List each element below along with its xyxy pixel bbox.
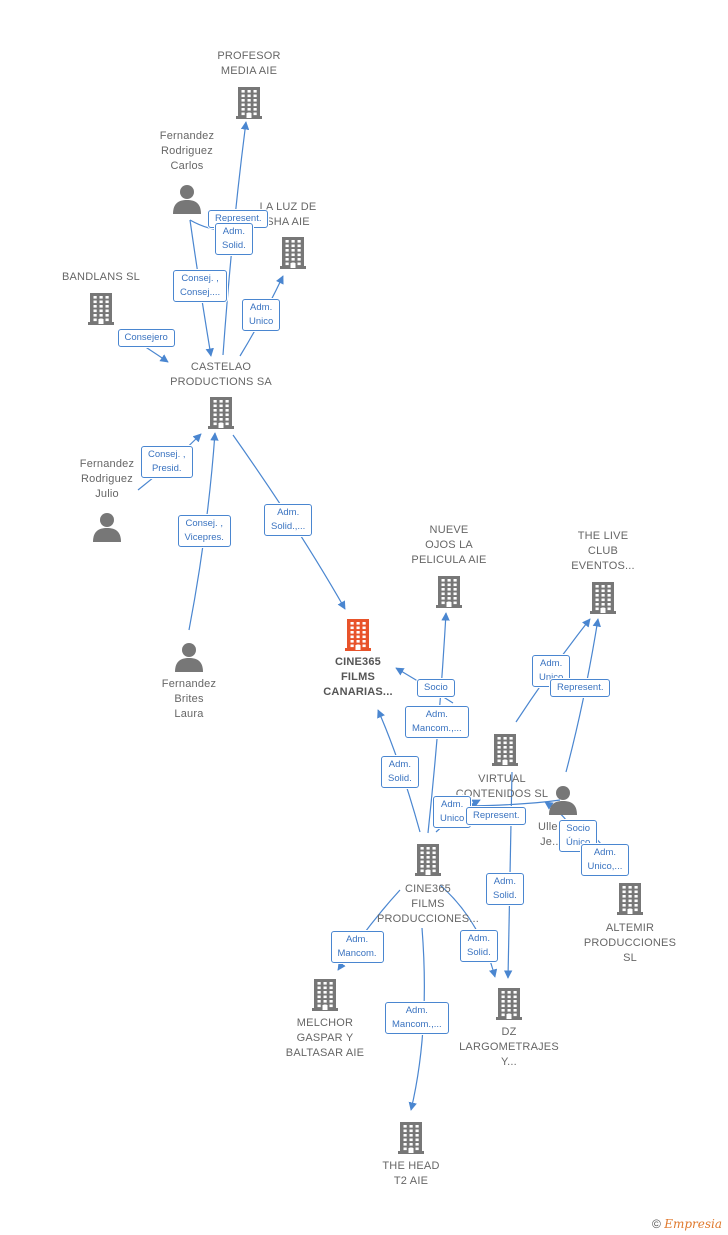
building-icon — [445, 732, 565, 766]
person-icon — [127, 183, 247, 215]
building-icon — [298, 617, 418, 651]
node-profesor[interactable] — [189, 85, 309, 119]
edge-label[interactable]: Adm. Solid.,... — [264, 504, 313, 536]
node-altemir[interactable] — [570, 881, 690, 915]
node-castelao[interactable] — [161, 395, 281, 429]
edge-label[interactable]: Adm. Mancom.,... — [405, 706, 469, 738]
edge-label[interactable]: Adm. Unico,... — [580, 844, 630, 876]
node-label-text: VIRTUAL CONTENIDOS SL — [455, 773, 549, 800]
person-icon — [503, 784, 623, 816]
node-label-text: Ulled Je... — [537, 821, 565, 848]
node-label-text: Fernandez Brites Laura — [161, 678, 217, 720]
node-fernandez-laura[interactable] — [129, 641, 249, 673]
building-icon — [161, 395, 281, 429]
node-label-text: THE HEAD T2 AIE — [382, 1160, 440, 1187]
node-label-text: Fernandez Rodriguez Carlos — [159, 130, 215, 172]
node-label-profesor[interactable]: PROFESOR MEDIA AIE — [189, 49, 309, 79]
node-label-text: DZ LARGOMETRAJES Y... — [459, 1026, 559, 1068]
footer: © Empresia — [652, 1217, 722, 1231]
node-label-the-head[interactable]: THE HEAD T2 AIE — [351, 1159, 471, 1189]
edge-ulled-to-virtual — [467, 799, 561, 811]
building-icon — [368, 842, 488, 876]
node-label-dz[interactable]: DZ LARGOMETRAJES Y... — [449, 1025, 569, 1070]
person-icon — [129, 641, 249, 673]
building-icon — [233, 235, 353, 269]
node-ulled[interactable] — [503, 784, 623, 816]
node-label-text: PROFESOR MEDIA AIE — [217, 50, 281, 77]
node-label-virtual[interactable]: VIRTUAL CONTENIDOS SL — [442, 772, 562, 802]
edge-label[interactable]: Represent. — [466, 807, 527, 825]
node-label-text: THE LIVE CLUB EVENTOS... — [571, 530, 635, 572]
node-label-fernandez-julio[interactable]: Fernandez Rodriguez Julio — [47, 457, 167, 502]
node-label-text: CINE365 FILMS PRODUCCIONES... — [376, 883, 479, 925]
edge-label[interactable]: Consej. , Consej.... — [173, 270, 228, 302]
building-icon — [389, 574, 509, 608]
copyright-symbol: © — [652, 1217, 661, 1231]
node-fernandez-carlos[interactable] — [127, 183, 247, 215]
node-nueve-ojos[interactable] — [389, 574, 509, 608]
edge-label[interactable]: Consej. , Presid. — [141, 446, 193, 478]
node-label-melchor[interactable]: MELCHOR GASPAR Y BALTASAR AIE — [265, 1016, 385, 1061]
building-icon — [265, 977, 385, 1011]
edge-label[interactable]: Consejero — [117, 329, 175, 347]
edge-virtual-to-dz — [503, 771, 513, 979]
edge-label[interactable]: Adm. Mancom. — [330, 931, 384, 963]
building-icon — [570, 881, 690, 915]
node-label-castelao[interactable]: CASTELAO PRODUCTIONS SA — [161, 360, 281, 390]
node-dz[interactable] — [449, 986, 569, 1020]
node-label-bandlans[interactable]: BANDLANS SL — [41, 270, 161, 285]
node-the-head[interactable] — [351, 1120, 471, 1154]
node-label-altemir[interactable]: ALTEMIR PRODUCCIONES SL — [570, 921, 690, 966]
node-label-text: ALTEMIR PRODUCCIONES SL — [583, 922, 677, 964]
edge-label[interactable]: Socio — [417, 679, 455, 697]
node-label-text: BANDLANS SL — [61, 271, 140, 283]
empresia-logo[interactable]: Empresia — [664, 1217, 722, 1231]
node-label-nueve-ojos[interactable]: NUEVE OJOS LA PELICULA AIE — [389, 523, 509, 568]
node-label-text: MELCHOR GASPAR Y BALTASAR AIE — [285, 1017, 365, 1059]
edge-label[interactable]: Adm. Unico — [242, 299, 281, 331]
person-icon — [47, 511, 167, 543]
node-cine365-producciones[interactable] — [368, 842, 488, 876]
node-label-cine365-canarias[interactable]: CINE365 FILMS CANARIAS... — [298, 655, 418, 700]
building-icon — [41, 291, 161, 325]
node-label-fernandez-carlos[interactable]: Fernandez Rodriguez Carlos — [127, 129, 247, 174]
node-luz-sha[interactable] — [233, 235, 353, 269]
building-icon — [189, 85, 309, 119]
building-icon — [449, 986, 569, 1020]
node-label-text: CASTELAO PRODUCTIONS SA — [170, 361, 272, 388]
node-label-cine365-producciones[interactable]: CINE365 FILMS PRODUCCIONES... — [368, 882, 488, 927]
node-label-ulled[interactable]: Ulled Je... — [491, 820, 611, 850]
building-icon — [543, 580, 663, 614]
edge-label[interactable]: Consej. , Vicepres. — [177, 515, 231, 547]
edge-label[interactable]: Represent. — [550, 679, 611, 697]
edge-label[interactable]: Adm. Mancom.,... — [385, 1002, 449, 1034]
node-label-the-live-club[interactable]: THE LIVE CLUB EVENTOS... — [543, 529, 663, 574]
edge-label[interactable]: Adm. Solid. — [215, 223, 253, 255]
node-the-live-club[interactable] — [543, 580, 663, 614]
node-virtual[interactable] — [445, 732, 565, 766]
edge-label[interactable]: Adm. Solid. — [460, 930, 498, 962]
building-icon — [351, 1120, 471, 1154]
node-bandlans[interactable] — [41, 291, 161, 325]
edge-cine365-producciones-to-dz — [439, 884, 498, 978]
node-fernandez-julio[interactable] — [47, 511, 167, 543]
node-label-fernandez-laura[interactable]: Fernandez Brites Laura — [129, 677, 249, 722]
node-label-text: Fernandez Rodriguez Julio — [79, 458, 135, 500]
edge-label[interactable]: Adm. Solid. — [486, 873, 524, 905]
node-cine365-canarias[interactable] — [298, 617, 418, 651]
node-label-text: NUEVE OJOS LA PELICULA AIE — [411, 524, 487, 566]
node-label-text: CINE365 FILMS CANARIAS... — [323, 656, 393, 698]
edge-ulled-to-the-live-club — [565, 618, 601, 773]
node-melchor[interactable] — [265, 977, 385, 1011]
edge-label[interactable]: Adm. Solid. — [381, 756, 419, 788]
edge-label[interactable]: Adm. Unico — [433, 796, 472, 828]
